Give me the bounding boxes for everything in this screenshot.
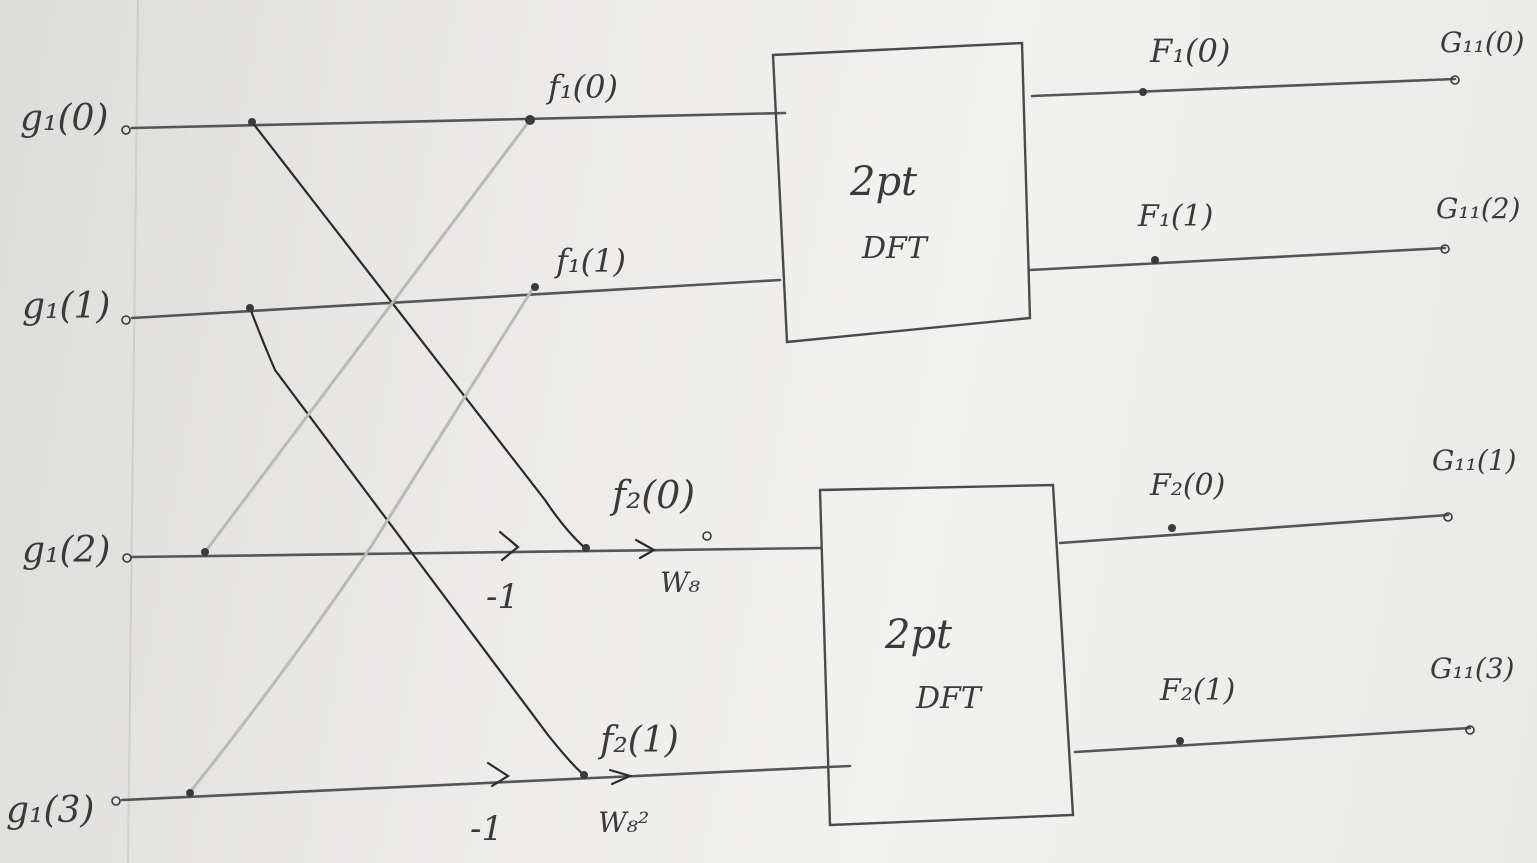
cross-line-1-to-3 <box>250 308 584 775</box>
f2-1-label: f₂(1) <box>597 720 679 761</box>
node-g1-split <box>246 304 254 312</box>
node-F1-0 <box>1139 88 1147 96</box>
node-F2-0 <box>1168 524 1176 532</box>
F1-0-label: F₁(0) <box>1149 32 1230 70</box>
node-f2-1 <box>580 771 588 779</box>
node-g2-split <box>201 548 209 556</box>
cross-line-0-to-2 <box>252 122 585 548</box>
node-f1-1 <box>531 283 539 291</box>
dft-output-line-1 <box>1030 248 1445 270</box>
f2-0-terminal <box>703 532 711 540</box>
dft-output-line-3 <box>1075 728 1470 752</box>
minus-one-label-upper: -1 <box>486 577 519 617</box>
f1-0-label: f₁(0) <box>546 68 618 106</box>
arrow-minus-one-upper <box>500 532 518 560</box>
f1-1-label: f₁(1) <box>554 242 626 280</box>
node-F2-1 <box>1176 737 1184 745</box>
cross-line-3-to-1 <box>190 285 535 792</box>
F2-1-label: F₂(1) <box>1159 673 1235 708</box>
G-output-label-3: G₁₁(3) <box>1430 652 1514 685</box>
dft-output-line-0 <box>1032 79 1455 96</box>
input-terminal-0 <box>122 126 130 134</box>
node-f1-0 <box>525 115 535 125</box>
input-line-1 <box>132 280 780 318</box>
cross-line-2-to-0 <box>205 120 530 552</box>
minus-one-label-lower: -1 <box>470 809 503 849</box>
node-g0-split <box>248 118 256 126</box>
input-label-1: g₁(1) <box>22 286 110 327</box>
F2-0-label: F₂(0) <box>1149 468 1225 503</box>
input-label-0: g₁(0) <box>20 98 108 139</box>
twiddle-label-upper: W₈ <box>660 566 701 599</box>
dft-upper-label-1: 2pt <box>849 159 918 205</box>
F1-1-label: F₁(1) <box>1137 199 1213 234</box>
input-terminal-3 <box>112 797 120 805</box>
G-output-label-2: G₁₁(1) <box>1432 444 1516 477</box>
dft-lower-label-1: 2pt <box>884 612 953 658</box>
node-f2-0 <box>582 544 590 552</box>
input-line-3 <box>122 766 850 800</box>
input-label-2: g₁(2) <box>22 530 110 571</box>
G-output-label-1: G₁₁(2) <box>1436 192 1520 225</box>
input-line-0 <box>132 113 785 128</box>
f2-0-label: f₂(0) <box>609 473 695 517</box>
node-g3-split <box>186 789 194 797</box>
input-terminal-2 <box>123 554 131 562</box>
dft-lower-label-2: DFT <box>915 681 983 716</box>
dft-upper-label-2: DFT <box>861 231 929 266</box>
input-terminal-1 <box>122 316 130 324</box>
twiddle-label-lower: W₈² <box>598 806 649 839</box>
input-line-2 <box>132 548 820 557</box>
G-output-label-0: G₁₁(0) <box>1440 26 1524 59</box>
node-F1-1 <box>1151 256 1159 264</box>
dft-output-line-2 <box>1060 515 1448 543</box>
input-label-3: g₁(3) <box>6 790 94 831</box>
